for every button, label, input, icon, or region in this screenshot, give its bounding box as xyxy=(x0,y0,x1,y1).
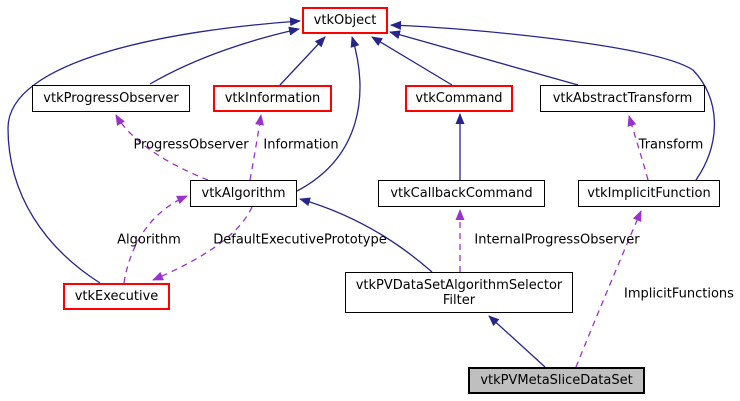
edge-inheritance-vtkalgorithm-vtkobject xyxy=(296,36,361,192)
node-vtkcallbackcommand[interactable]: vtkCallbackCommand xyxy=(378,180,545,207)
edge-inheritance-vtkpvmetaslicedataset-vtkpvdatasetalgorithmselectorfilter xyxy=(488,315,546,368)
edge-usage-implicitfunctions xyxy=(575,210,642,368)
edge-inheritance-vtkexecutive-vtkobject xyxy=(7,17,301,284)
edge-inheritance-vtkinformation-vtkobject xyxy=(279,36,326,86)
node-vtkobject[interactable]: vtkObject xyxy=(302,7,388,34)
edge-usage-defaultexecutiveprototype xyxy=(152,206,253,281)
edge-inheritance-vtkcommand-vtkobject xyxy=(371,36,453,86)
edge-inheritance-vtkpvdatasetalgorithmselectorfilter-vtkalgorithm xyxy=(299,197,433,273)
node-vtkimplicitfunction[interactable]: vtkImplicitFunction xyxy=(578,180,720,207)
node-vtkinformation[interactable]: vtkInformation xyxy=(213,85,332,112)
node-vtkcommand[interactable]: vtkCommand xyxy=(405,85,513,112)
edge-inheritance-vtkimplicitfunction-vtkobject xyxy=(390,20,716,181)
edge-usage-algorithm xyxy=(123,195,188,284)
node-vtkpvdatasetalgorithmselectorfilter[interactable]: vtkPVDataSetAlgorithmSelector Filter xyxy=(345,272,573,313)
node-vtkabstracttransform[interactable]: vtkAbstractTransform xyxy=(540,85,705,112)
node-vtkprogressobserver[interactable]: vtkProgressObserver xyxy=(32,85,190,112)
edge-usage-information xyxy=(249,114,264,181)
node-vtkalgorithm[interactable]: vtkAlgorithm xyxy=(190,180,297,207)
edge-inheritance-vtkabstracttransform-vtkobject xyxy=(389,30,579,86)
node-vtkexecutive[interactable]: vtkExecutive xyxy=(63,283,170,310)
edge-usage-transform xyxy=(627,115,649,181)
edge-inheritance-vtkprogressobserver-vtkobject xyxy=(149,26,300,85)
node-vtkpvmetaslicedataset: vtkPVMetaSliceDataSet xyxy=(468,367,645,394)
edge-usage-progressobserver xyxy=(115,114,209,181)
